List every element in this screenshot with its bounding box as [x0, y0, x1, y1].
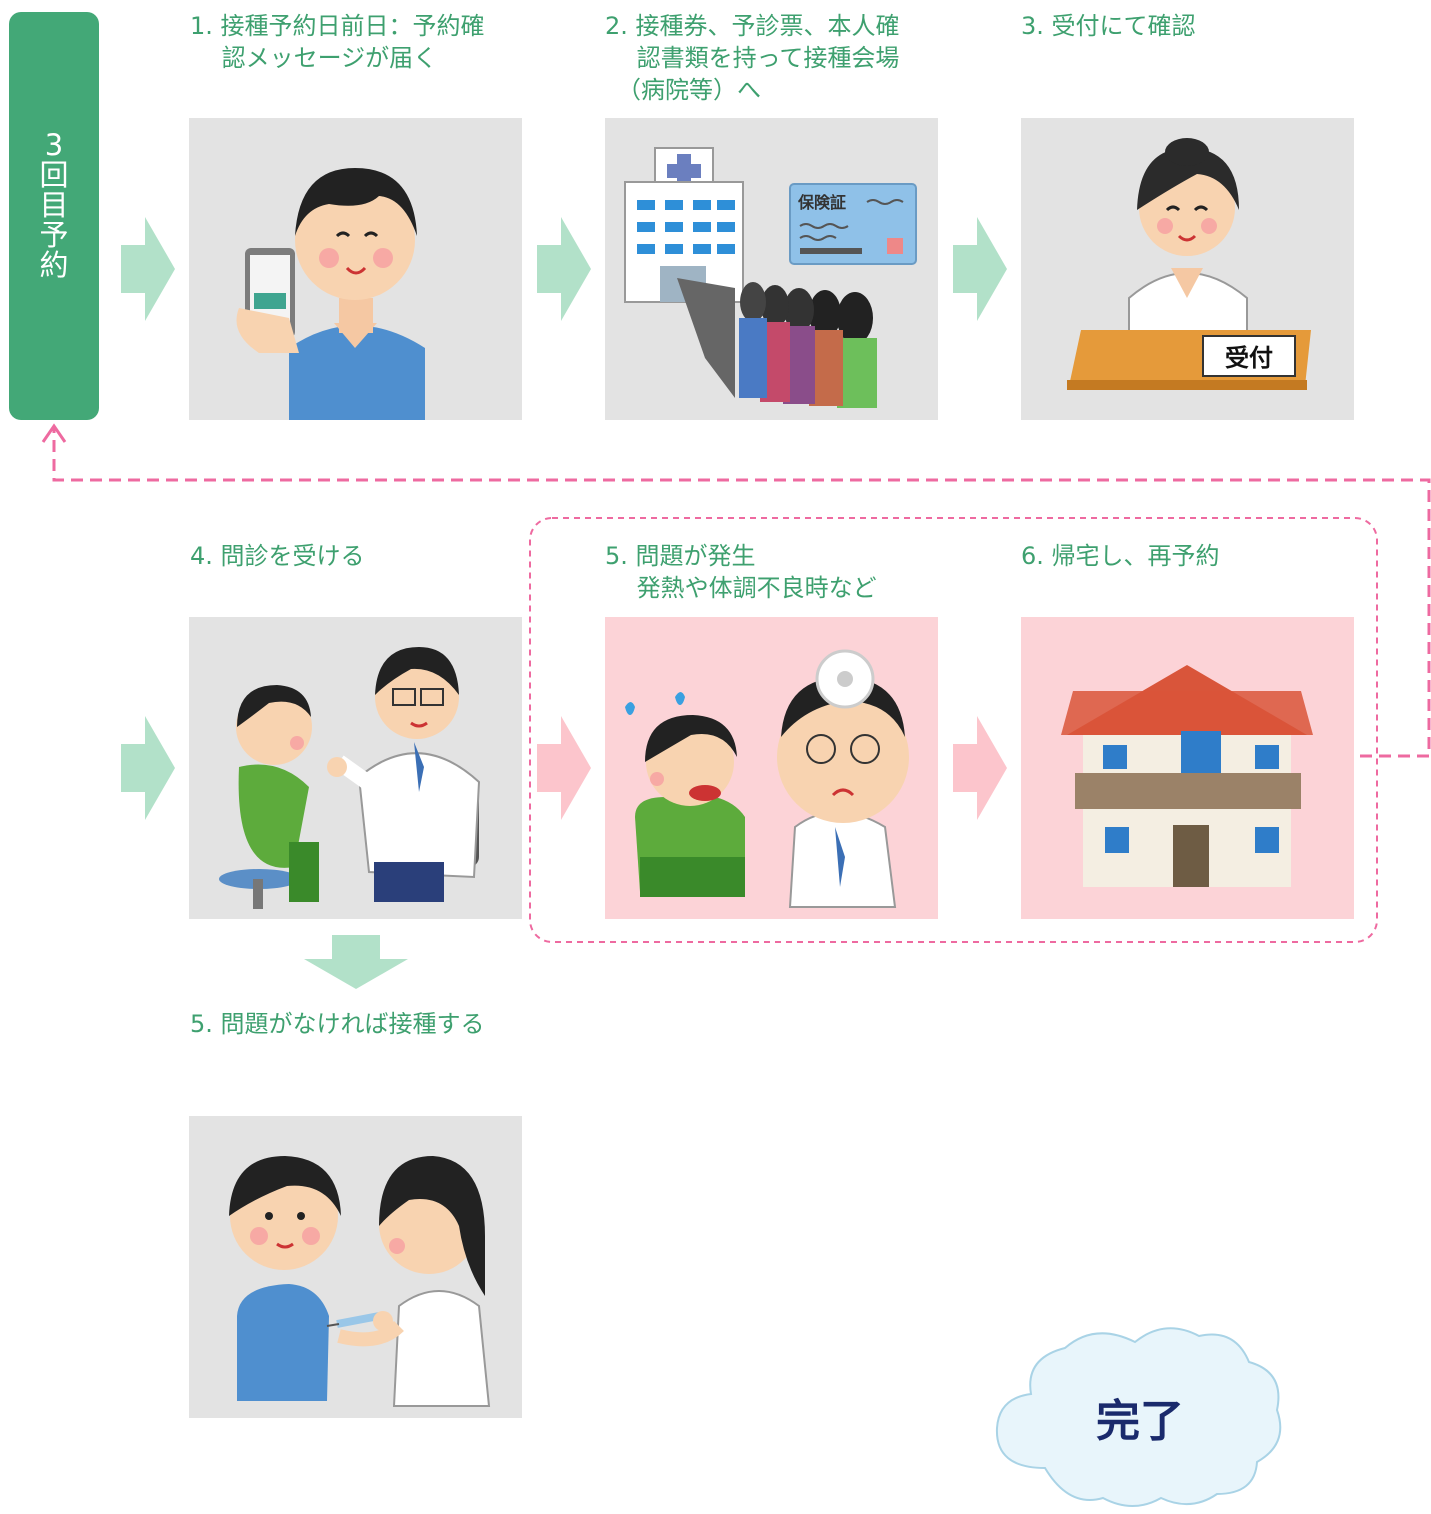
step-3-label: 3. 受付にて確認 — [1021, 12, 1196, 40]
hospital-queue-illustration: 保険証 — [605, 118, 938, 420]
completion-label: 完了 — [1096, 1396, 1184, 1447]
step-1-label: 1. 接種予約日前日：予約確 認メッセージが届く — [190, 12, 485, 72]
third-dose-booking-tab: 3 回 目 予 約 — [9, 12, 99, 420]
step-5-vaccinate-label: 5. 問題がなければ接種する — [190, 1010, 485, 1038]
flow-arrow-down — [304, 935, 408, 989]
phone-message-illustration — [189, 118, 522, 420]
step-4-label: 4. 問診を受ける — [190, 542, 365, 570]
problem-arrow-right-2 — [953, 716, 1007, 820]
step-6-label: 6. 帰宅し、再予約 — [1021, 542, 1220, 570]
step-5-problem-label: 5. 問題が発生 発熱や体調不良時など — [605, 542, 877, 602]
reception-illustration: 受付 — [1021, 118, 1354, 420]
flow-arrow-right-3 — [953, 217, 1007, 321]
flow-arrow-right-1 — [121, 217, 175, 321]
house-illustration — [1021, 617, 1354, 919]
consultation-illustration — [189, 617, 522, 919]
problem-illustration — [605, 617, 938, 919]
completion-cloud — [995, 1327, 1282, 1507]
rebooking-dashed-line — [52, 428, 1431, 758]
reception-sign-text: 受付 — [1225, 344, 1273, 372]
flow-arrow-right-4 — [121, 716, 175, 820]
problem-arrow-right-1 — [537, 716, 591, 820]
vaccination-illustration — [189, 1116, 522, 1418]
problem-path-box — [529, 517, 1378, 943]
side-tab-label: 3 回 目 予 約 — [39, 128, 69, 282]
insurance-card-text: 保険証 — [797, 193, 846, 212]
step-2-label: 2. 接種券、予診票、本人確 認書類を持って接種会場 （病院等）へ — [605, 12, 900, 104]
flow-arrow-right-2 — [537, 217, 591, 321]
rebooking-arrowhead — [41, 423, 67, 443]
